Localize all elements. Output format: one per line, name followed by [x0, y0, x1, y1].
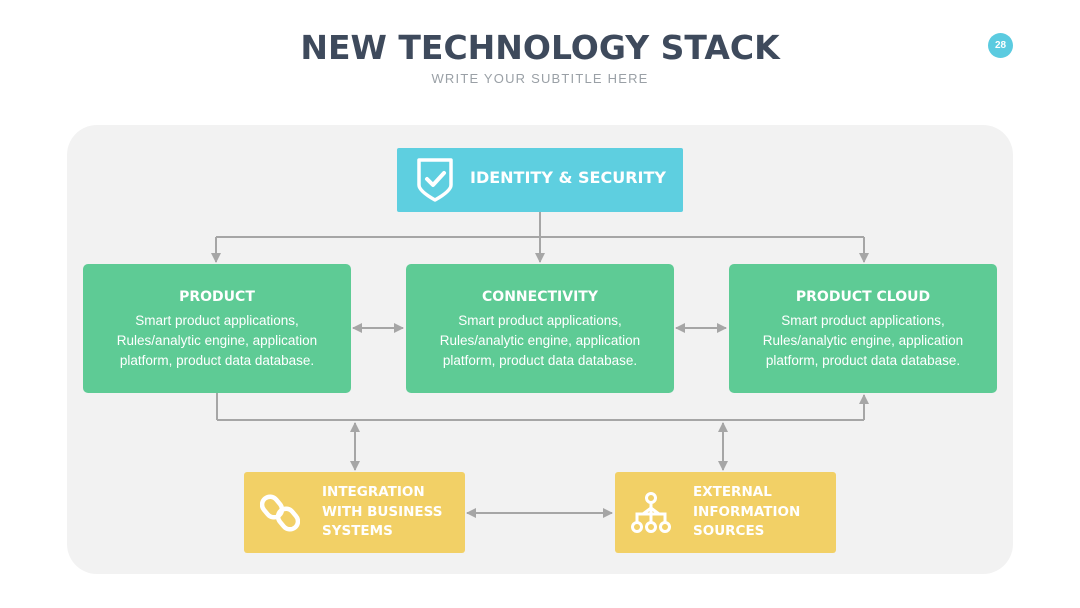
external-info-box: EXTERNAL INFORMATION SOURCES	[615, 472, 836, 553]
identity-security-box: IDENTITY & SECURITY	[397, 148, 683, 212]
product-box: PRODUCT Smart product applications, Rule…	[83, 264, 351, 393]
connectivity-description: Smart product applications, Rules/analyt…	[439, 313, 641, 368]
identity-security-label: IDENTITY & SECURITY	[470, 168, 666, 187]
connectivity-title: CONNECTIVITY	[482, 289, 598, 305]
chain-link-icon	[260, 494, 300, 532]
product-description: Smart product applications, Rules/analyt…	[116, 313, 318, 368]
connectivity-box: CONNECTIVITY Smart product applications,…	[406, 264, 674, 393]
page-title: NEW TECHNOLOGY STACK	[300, 28, 780, 67]
page-number-badge: 28	[988, 33, 1013, 58]
integration-label: INTEGRATION WITH BUSINESS SYSTEMS	[322, 484, 443, 539]
page-subtitle: WRITE YOUR SUBTITLE HERE	[431, 71, 649, 86]
product-cloud-description: Smart product applications, Rules/analyt…	[762, 313, 964, 368]
product-cloud-box: PRODUCT CLOUD Smart product applications…	[729, 264, 997, 393]
integration-box: INTEGRATION WITH BUSINESS SYSTEMS	[244, 472, 465, 553]
product-cloud-title: PRODUCT CLOUD	[795, 289, 931, 305]
external-info-label: EXTERNAL INFORMATION SOURCES	[693, 484, 801, 539]
product-title: PRODUCT	[179, 289, 255, 305]
shield-check-icon	[417, 158, 453, 202]
hierarchy-icon	[631, 492, 671, 533]
